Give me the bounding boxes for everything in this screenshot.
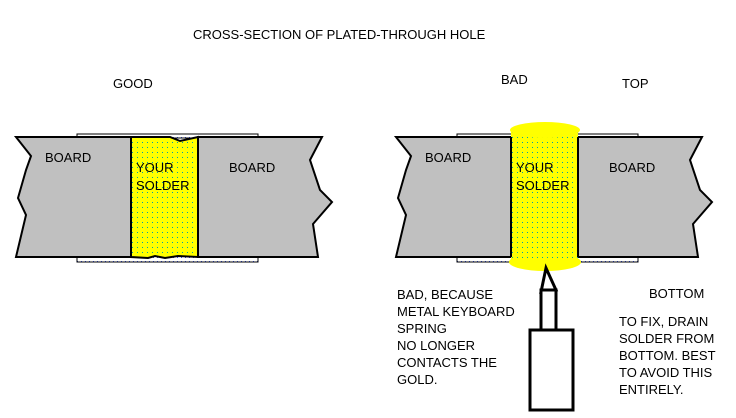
bad-cross-section: BOARD BOARD YOUR SOLDER xyxy=(393,122,714,271)
bottom-label: BOTTOM xyxy=(649,286,704,301)
fix-line: SOLDER FROM xyxy=(619,331,714,346)
solder-fill xyxy=(511,128,578,262)
board-right xyxy=(577,136,714,258)
reason-line: METAL KEYBOARD xyxy=(397,304,515,319)
bad-label: BAD xyxy=(501,72,528,87)
reason-line: GOLD. xyxy=(397,372,437,387)
fix-line: TO AVOID THIS xyxy=(619,365,713,380)
board-right-label: BOARD xyxy=(229,160,275,175)
solder-fill xyxy=(130,135,199,260)
solder-label-line2: SOLDER xyxy=(516,178,569,193)
fix-instructions-text: TO FIX, DRAIN SOLDER FROM BOTTOM. BEST T… xyxy=(619,314,716,397)
reason-line: NO LONGER xyxy=(397,338,475,353)
diagram-title: CROSS-SECTION OF PLATED-THROUGH HOLE xyxy=(193,27,486,42)
solder-label-line2: SOLDER xyxy=(136,178,189,193)
fix-line: BOTTOM. BEST xyxy=(619,348,716,363)
reason-line: BAD, BECAUSE xyxy=(397,287,493,302)
good-cross-section: BOARD BOARD YOUR SOLDER xyxy=(13,133,334,263)
fix-line: ENTIRELY. xyxy=(619,382,684,397)
solder-label-line1: YOUR xyxy=(516,160,554,175)
good-label: GOOD xyxy=(113,76,153,91)
reason-line: CONTACTS THE xyxy=(397,355,497,370)
board-right xyxy=(197,136,334,258)
bad-reason-text: BAD, BECAUSE METAL KEYBOARD SPRING NO LO… xyxy=(397,287,515,387)
solder-blob-top xyxy=(510,122,580,138)
top-label: TOP xyxy=(622,76,649,91)
reason-line: SPRING xyxy=(397,321,447,336)
solder-label-line1: YOUR xyxy=(136,160,174,175)
fix-line: TO FIX, DRAIN xyxy=(619,314,708,329)
board-right-label: BOARD xyxy=(609,160,655,175)
soldering-iron-icon xyxy=(528,263,575,412)
board-left-label: BOARD xyxy=(45,150,91,165)
board-left-label: BOARD xyxy=(425,150,471,165)
